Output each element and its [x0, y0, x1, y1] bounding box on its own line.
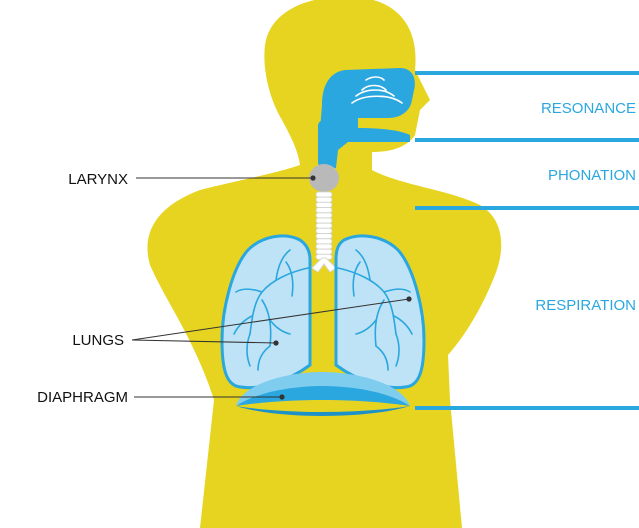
trachea-ring — [316, 218, 332, 223]
trachea-ring — [316, 234, 332, 239]
trachea-ring — [316, 202, 332, 207]
pharynx — [318, 120, 336, 168]
resonance-label: RESONANCE — [541, 100, 636, 117]
lungs-leader-dot-right — [406, 296, 411, 301]
trachea-ring — [316, 213, 332, 218]
trachea-ring — [316, 244, 332, 249]
trachea-ring — [316, 208, 332, 213]
diaphragm-label: DIAPHRAGM — [37, 389, 128, 406]
trachea-ring — [316, 228, 332, 233]
larynx-label: LARYNX — [68, 171, 128, 188]
trachea-ring — [316, 192, 332, 197]
trachea-ring — [316, 239, 332, 244]
trachea-ring — [316, 197, 332, 202]
diaphragm-leader-dot — [279, 394, 284, 399]
larynx-leader-dot — [310, 175, 315, 180]
trachea — [316, 192, 332, 259]
respiration-label: RESPIRATION — [535, 297, 636, 314]
phonation-label: PHONATION — [548, 167, 636, 184]
trachea-ring — [316, 249, 332, 254]
lungs-label: LUNGS — [72, 332, 124, 349]
trachea-ring — [316, 223, 332, 228]
lungs-leader-dot-left — [273, 340, 278, 345]
